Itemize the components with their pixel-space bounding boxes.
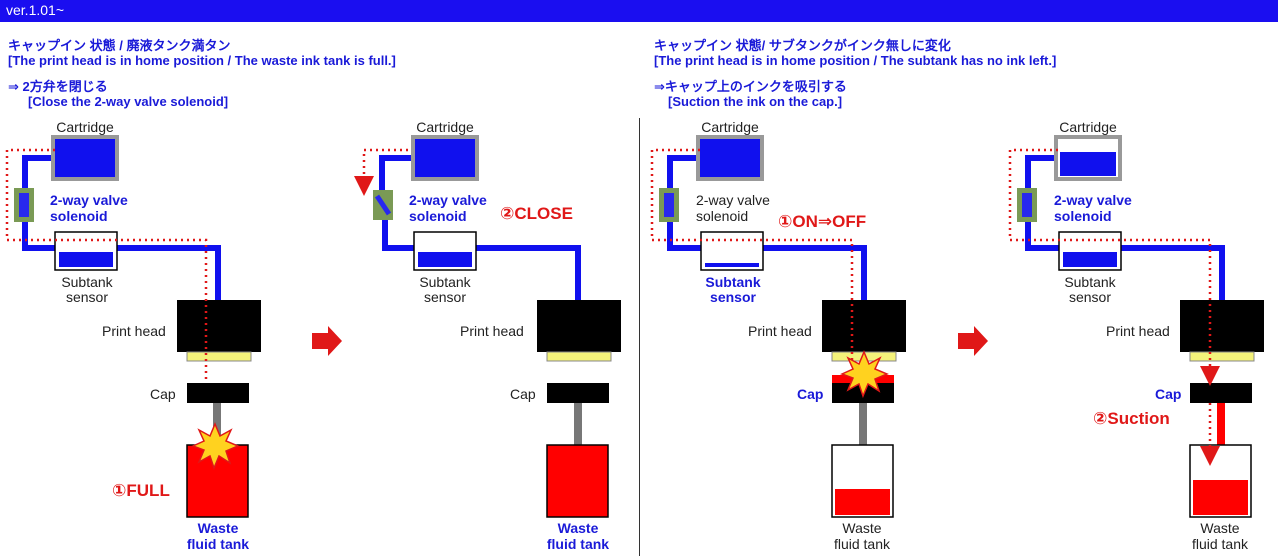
cartridge-label: Cartridge [701,119,759,135]
subtank-label-1: Subtank [419,274,471,290]
waste-label-1: Waste [1200,520,1240,536]
annotation-full: ①FULL [112,481,170,500]
cartridge-box [51,135,119,181]
left-title-jp: キャップイン 状態 / 廃液タンク満タン [8,38,231,53]
cartridge-label: Cartridge [56,119,114,135]
flow-dots [650,148,854,368]
valve-label-1: 2-way valve [696,192,770,208]
cap-block [1190,383,1252,403]
valve-label-2: solenoid [409,208,467,224]
waste-tank [546,444,609,518]
print-head-block [1180,300,1264,352]
panel-2 [354,135,621,518]
cap-label: Cap [797,386,824,402]
annotation-on-off: ①ON⇒OFF [778,212,867,231]
blue-pipe [22,155,221,300]
valve-label-1: 2-way valve [1054,192,1132,208]
version-label: ver.1.01~ [6,2,64,18]
print-head-block [177,300,261,352]
suction-pipe [1217,403,1225,445]
flow-dots [5,148,208,383]
waste-label-1: Waste [842,520,882,536]
print-head-label: Print head [748,323,812,339]
print-head-block [537,300,621,352]
subtank-label-1: Subtank [1064,274,1116,290]
right-title-jp: キャップイン 状態/ サブタンクがインク無しに変化 [654,38,951,53]
subtank-label-2: sensor [710,289,756,305]
valve-label-1: 2-way valve [50,192,128,208]
waste-label-2: fluid tank [186,536,250,552]
valve-label-2: solenoid [696,208,749,224]
cap-label: Cap [1155,386,1182,402]
waste-label-2: fluid tank [833,536,891,552]
print-head-block [822,300,906,352]
gray-pipe [574,403,582,445]
print-head-label: Print head [102,323,166,339]
gray-pipe [213,403,221,445]
arrow-right-icon-1 [312,326,342,356]
nozzle-plate [186,351,252,362]
cap-block [187,383,249,403]
header-bar: ver.1.01~ [0,0,1278,22]
right-title-en: [The print head is in home position / Th… [654,53,1057,68]
right-action-en: [Suction the ink on the cap.] [668,94,843,109]
arrow-right-icon-2 [958,326,988,356]
cartridge-label: Cartridge [416,119,474,135]
waste-label-2: fluid tank [1191,536,1249,552]
subtank-label-1: Subtank [705,274,761,290]
annotation-close: ②CLOSE [500,204,573,223]
flow-dots [354,148,408,196]
subtank-label-2: sensor [65,289,109,305]
left-action-jp: ⇒ 2方弁を閉じる [8,79,108,94]
cartridge-box [411,135,479,181]
waste-label-2: fluid tank [546,536,610,552]
panel-3 [650,135,906,518]
panel-4 [1008,135,1264,518]
cap-label: Cap [510,386,536,402]
left-title-en: [The print head is in home position / Th… [8,53,396,68]
valve-label-1: 2-way valve [409,192,487,208]
print-head-label: Print head [1106,323,1170,339]
print-head-label: Print head [460,323,524,339]
annotation-suction: ②Suction [1093,409,1170,428]
valve-label-2: solenoid [1054,208,1112,224]
left-action-en: [Close the 2-way valve solenoid] [28,94,229,109]
nozzle-plate [546,351,612,362]
waste-label-1: Waste [197,520,239,536]
flow-dots [1008,148,1220,386]
blue-pipe [667,155,867,300]
cap-block [547,383,609,403]
burst-icon [191,422,240,471]
cap-label: Cap [150,386,176,402]
cartridge-label: Cartridge [1059,119,1117,135]
blue-pipe [1025,155,1225,300]
panel-1 [5,135,261,518]
nozzle-plate [1189,351,1255,362]
right-action-jp: ⇒キャップ上のインクを吸引する [654,79,847,94]
subtank-label-2: sensor [423,289,467,305]
gray-pipe [859,403,867,445]
section-divider [639,118,640,556]
valve-label-2: solenoid [50,208,108,224]
subtank-label-2: sensor [1068,289,1112,305]
burst-icon [840,350,889,399]
cartridge-box [696,135,764,181]
subtank-label-1: Subtank [61,274,113,290]
waste-label-1: Waste [557,520,599,536]
